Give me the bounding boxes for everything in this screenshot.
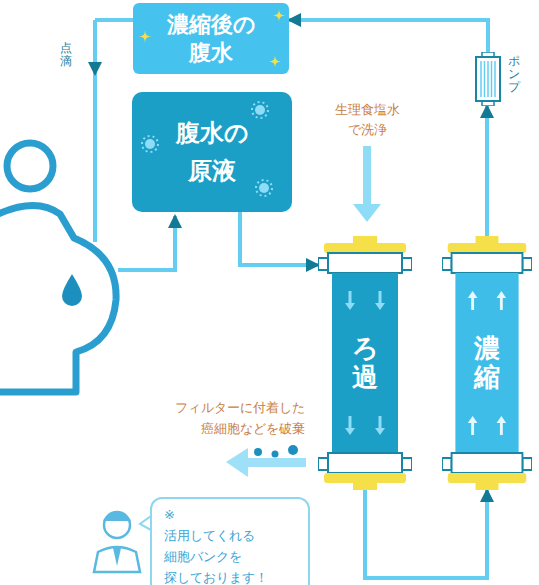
text-line: 活用してくれる [164,526,268,547]
saline-note-wrap: 生理食塩水 で洗浄 [320,100,414,140]
text-line: 原液 [176,152,249,190]
text-line: ※ [164,505,268,526]
text-line: 探しております！ [164,568,268,585]
text-line: フィルターに付着した [150,398,305,419]
discard-arrow [226,445,306,477]
text-line: 癌細胞などを破棄 [150,419,305,440]
node-label: ろ過 [352,334,378,391]
saline-note: 生理食塩水 で洗浄 [320,100,414,140]
node-label: ※ 活用してくれる 細胞バンクを 探しております！ [164,505,268,585]
filter-column: ろ過 [318,236,412,490]
flow-connector [240,212,318,265]
concentrator-column: 濃縮 [442,236,532,490]
text-line: 腹水 [167,39,256,67]
pump-shape [474,52,502,106]
discard-note-wrap: フィルターに付着した 癌細胞などを破棄 [150,398,305,440]
flow-connector [485,106,489,236]
cell-dots [132,92,292,212]
text-line: 濃縮後の [167,11,256,39]
flow-connector [365,490,487,578]
text-line: で洗浄 [320,120,414,140]
speech-bubble: ※ 活用してくれる 細胞バンクを 探しております！ [150,497,310,585]
discard-note: フィルターに付着した 癌細胞などを破棄 [150,398,305,440]
text-line: 生理食塩水 [320,100,414,120]
drip-label-wrap: 点滴 [60,42,72,68]
node-label: ポンプ [508,55,520,95]
text-line: 細胞バンクを [164,547,268,568]
drip-label: 点滴 [60,42,72,68]
source-box: 腹水の 原液 [132,92,292,212]
flow-connector [289,20,488,52]
node-label: 濃縮 [474,334,500,391]
text-line: 腹水の [176,114,249,152]
saline-arrow [353,146,381,222]
doctor-icon [94,512,140,572]
result-box: 濃縮後の 腹水 [133,3,289,74]
pump-box: ポンプ [474,52,502,106]
node-label: 濃縮後の 腹水 [167,11,256,66]
node-label: 腹水の 原液 [176,114,249,191]
